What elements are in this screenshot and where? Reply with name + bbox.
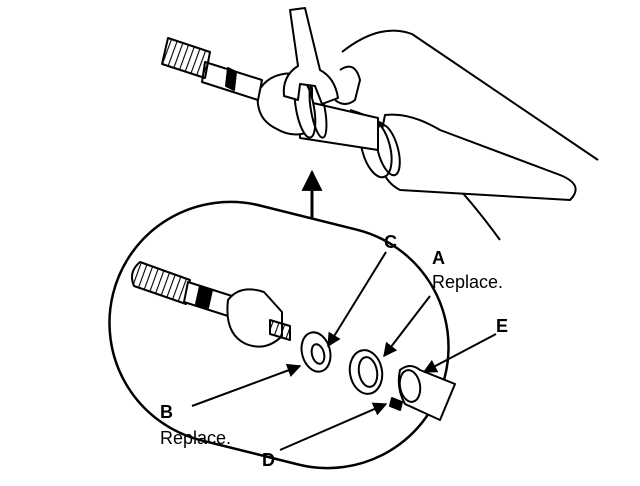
threaded-end-upper <box>161 37 211 79</box>
label-a: A <box>432 248 445 268</box>
label-a-note: Replace. <box>432 272 503 292</box>
label-e: E <box>496 316 508 336</box>
leader-a <box>383 295 431 358</box>
label-c: C <box>384 232 397 252</box>
label-b-note: Replace. <box>160 428 231 448</box>
leader-lines <box>191 251 497 451</box>
callout-labels: C A Replace. E B Replace. D <box>160 232 508 470</box>
top-assembly <box>161 7 599 241</box>
threaded-end-lower <box>131 261 191 305</box>
label-d: D <box>262 450 275 470</box>
leader-c <box>327 251 387 348</box>
leader-e <box>422 333 497 373</box>
ball-joint-lower <box>226 288 283 348</box>
exploded-parts <box>131 261 456 421</box>
wrench <box>282 7 339 105</box>
rack-housing-upper-edge <box>341 29 599 161</box>
leader-d <box>279 402 388 451</box>
leader-b <box>191 363 302 407</box>
label-b: B <box>160 402 173 422</box>
